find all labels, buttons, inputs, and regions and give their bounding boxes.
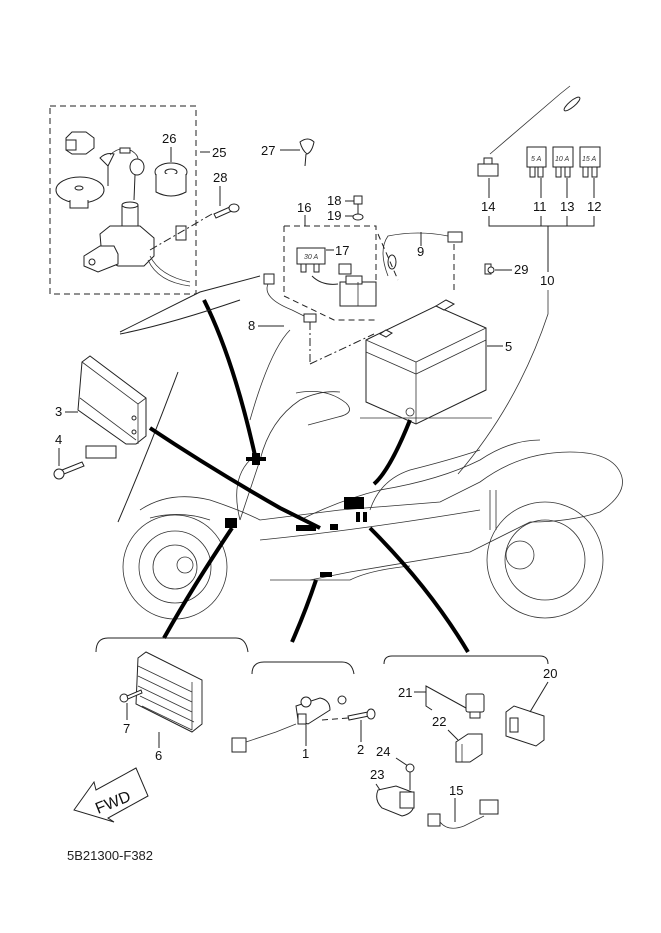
callout-22: 22 <box>432 714 446 729</box>
relay-icon <box>339 275 377 307</box>
callout-29: 29 <box>514 262 528 277</box>
keys-icon <box>99 147 145 201</box>
bracket-sidestand <box>251 661 355 675</box>
lead-9-connector-icon <box>447 231 463 243</box>
lock-cylinder-icon <box>65 131 95 155</box>
callout-5: 5 <box>505 339 512 354</box>
svg-text:10 A: 10 A <box>555 156 569 163</box>
callout-10: 10 <box>540 273 554 288</box>
starter-relay-group: 16 18 19 30 A 17 9 <box>248 193 463 365</box>
callout-6: 6 <box>155 748 162 763</box>
sidestand-switch-1-icon <box>231 695 347 753</box>
main-switch-group: 26 25 28 <box>49 105 240 295</box>
regulator-6-icon <box>135 651 203 733</box>
cap-cover-icon <box>55 176 105 209</box>
bolt-18-icon <box>353 195 363 205</box>
callout-28: 28 <box>213 170 227 185</box>
horn-23-icon <box>376 785 415 817</box>
diagram-code: 5B21300-F382 <box>67 848 154 863</box>
bolt-2-icon <box>347 708 376 721</box>
fuse-box-14-icon <box>477 157 499 177</box>
callout-21: 21 <box>398 685 412 700</box>
coupler-22-icon <box>455 733 483 763</box>
lead-8-icon <box>263 273 317 323</box>
callout-25: 25 <box>212 145 226 160</box>
svg-text:5 A: 5 A <box>531 156 542 163</box>
group-16-dashed-box <box>283 225 377 321</box>
battery-5-icon <box>365 299 487 425</box>
screw-28-icon <box>213 203 240 219</box>
clamp-29-icon <box>484 263 495 275</box>
callout-20: 20 <box>543 666 557 681</box>
svg-text:15 A: 15 A <box>582 156 596 163</box>
callout-3: 3 <box>55 404 62 419</box>
callout-11: 11 <box>533 199 547 214</box>
fuse-13-icon: 10 A <box>552 146 574 178</box>
callout-17: 17 <box>335 243 349 258</box>
seat-lock-icon <box>154 162 188 197</box>
callout-1: 1 <box>302 746 309 761</box>
callout-19: 19 <box>327 208 341 223</box>
relay-20-icon <box>505 705 545 747</box>
callout-12: 12 <box>587 199 601 214</box>
screw-24-icon <box>405 763 415 790</box>
callout-2: 2 <box>357 742 364 757</box>
forward-arrow: FWD <box>73 767 149 823</box>
key-27: 27 <box>261 138 315 167</box>
callout-9: 9 <box>417 244 424 259</box>
bracket-regulator <box>95 637 249 653</box>
fuse-box-group: 5 A 10 A 15 A 14 11 13 12 10 <box>457 85 601 475</box>
svg-text:30 A: 30 A <box>304 254 318 261</box>
callout-23: 23 <box>370 767 384 782</box>
bolt-4-icon <box>53 461 85 480</box>
callout-27: 27 <box>261 143 275 158</box>
bracket-relays <box>383 655 549 665</box>
screw-28-leader <box>149 213 213 251</box>
washer-19-icon <box>352 213 364 221</box>
bracket-left <box>117 371 179 523</box>
bolt-7-icon <box>119 689 143 703</box>
relay-21-icon <box>465 693 485 719</box>
callout-8: 8 <box>248 318 255 333</box>
spare-fuse-icon <box>338 263 352 275</box>
callout-16: 16 <box>297 200 311 215</box>
callout-26: 26 <box>162 131 176 146</box>
callout-7: 7 <box>123 721 130 736</box>
bracket-top-left <box>119 275 261 333</box>
cdi-unit-3-icon <box>77 355 147 459</box>
callout-15: 15 <box>449 783 463 798</box>
fuse-11-icon: 5 A <box>526 146 547 178</box>
fuse-17-icon: 30 A <box>296 247 326 273</box>
callout-13: 13 <box>560 199 574 214</box>
lead-15-icon <box>427 799 499 829</box>
callout-14: 14 <box>481 199 495 214</box>
callout-18: 18 <box>327 193 341 208</box>
fuse-12-icon: 15 A <box>579 146 601 178</box>
ignition-switch-icon <box>83 201 191 287</box>
group-25-dashed-box <box>49 105 197 295</box>
callout-4: 4 <box>55 432 62 447</box>
callout-24: 24 <box>376 744 390 759</box>
